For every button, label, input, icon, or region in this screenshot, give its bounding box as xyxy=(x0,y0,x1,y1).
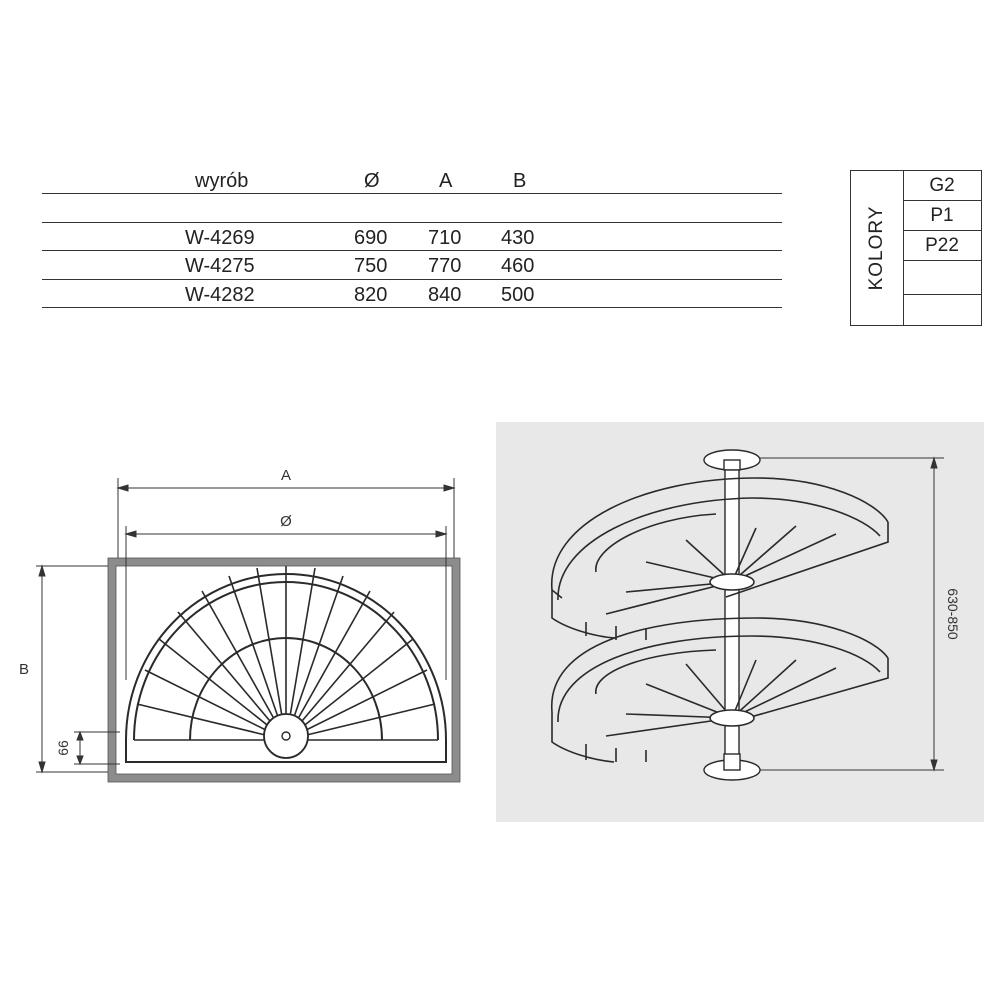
side-view-drawing: 630-850 xyxy=(496,422,984,822)
cell-b: 500 xyxy=(501,284,535,306)
label-b: B xyxy=(19,661,29,678)
table-rule xyxy=(42,250,782,251)
colors-label-cell: KOLORY xyxy=(851,171,904,325)
color-option: P22 xyxy=(925,235,959,256)
table-rule xyxy=(42,279,782,280)
label-offset: 66 xyxy=(55,740,71,756)
cell-b: 460 xyxy=(501,255,535,277)
cell-a: 840 xyxy=(428,284,462,306)
cell-product: W-4269 xyxy=(185,227,255,249)
color-option-row xyxy=(903,295,981,325)
color-option-row xyxy=(903,261,981,295)
cell-b: 430 xyxy=(501,227,535,249)
dimension-offset xyxy=(74,730,120,766)
cell-diameter: 820 xyxy=(354,284,388,306)
header-product: wyrób xyxy=(195,170,249,192)
dimension-height xyxy=(752,456,944,772)
cell-product: W-4275 xyxy=(185,255,255,277)
colors-label: KOLORY xyxy=(866,205,887,291)
color-option: G2 xyxy=(929,175,955,196)
header-diameter: Ø xyxy=(364,170,380,192)
label-a: A xyxy=(281,467,291,484)
table-rule xyxy=(42,193,782,194)
height-label: 630-850 xyxy=(945,588,961,640)
cell-diameter: 690 xyxy=(354,227,388,249)
basket-top-view xyxy=(125,566,447,763)
cell-a: 770 xyxy=(428,255,462,277)
color-option-row: G2 xyxy=(903,171,981,201)
colors-table: KOLORY G2 P1 P22 xyxy=(850,170,982,326)
color-option: P1 xyxy=(930,205,954,226)
color-option-row: P22 xyxy=(903,231,981,261)
dimension-diameter xyxy=(124,526,448,680)
basket-upper xyxy=(551,477,889,640)
cell-a: 710 xyxy=(428,227,462,249)
basket-lower xyxy=(551,617,889,763)
center-pole xyxy=(703,449,761,781)
dimension-b xyxy=(36,564,108,774)
top-view-drawing: A Ø B 66 xyxy=(19,467,461,783)
dimension-a xyxy=(116,478,456,558)
cell-product: W-4282 xyxy=(185,284,255,306)
basket-spokes xyxy=(134,566,438,741)
color-option-row: P1 xyxy=(903,201,981,231)
cabinet-outline xyxy=(107,557,461,783)
header-b: B xyxy=(513,170,527,192)
table-rule xyxy=(42,222,782,223)
label-diameter: Ø xyxy=(280,513,292,530)
table-rule xyxy=(42,307,782,308)
spec-table: wyrób Ø A B W-4269 690 710 430 W-4275 75… xyxy=(42,0,782,320)
cell-diameter: 750 xyxy=(354,255,388,277)
header-a: A xyxy=(439,170,453,192)
